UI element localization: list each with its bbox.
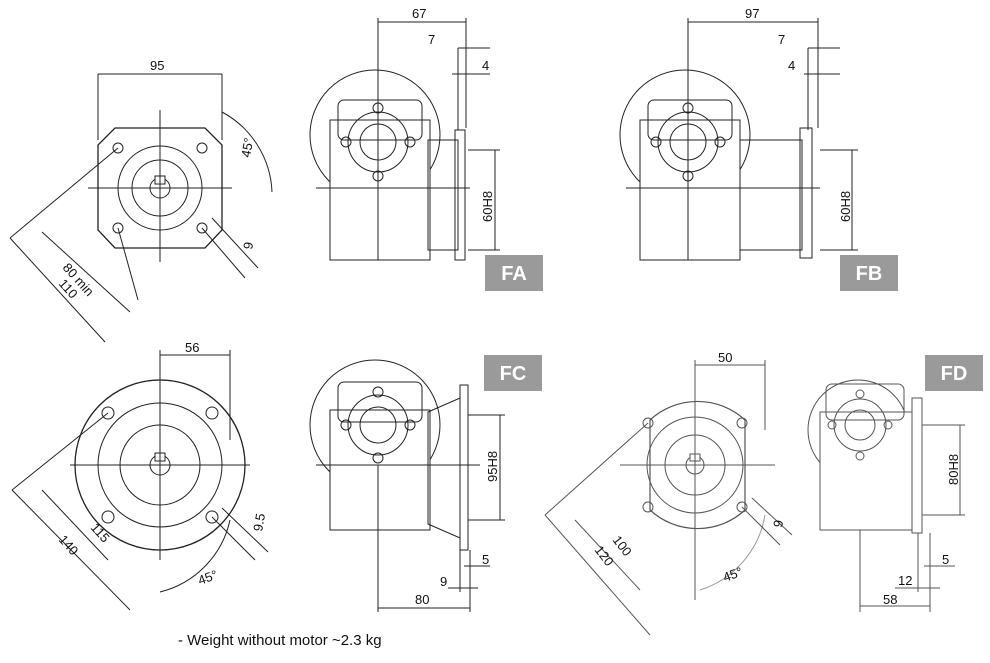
fd-diag-dim-2: 120 [592,543,617,569]
fc-badge-label: FC [500,363,527,385]
fc-side-view [309,359,505,612]
fd-dim-a: 12 [898,573,912,588]
fb-dim-a: 7 [778,32,785,47]
fd-hole-dim: 9 [770,519,786,529]
fa-hole-dim: 9 [240,241,256,251]
fa-fit-dim: 60H8 [480,191,495,222]
fa-angle-dim: 45° [238,137,256,159]
fc-total-length: 80 [415,592,429,607]
fb-dim-b: 4 [788,58,795,73]
fa-total-length: 67 [412,6,426,21]
fc-width-dim: 56 [185,340,199,355]
fd-angle-dim: 45° [721,564,745,585]
fd-badge-label: FD [941,363,968,385]
fa-badge-label: FA [501,263,527,285]
fb-badge [840,255,898,291]
fc-diag-dim-2: 140 [56,532,82,558]
fc-hole-dim: 9.5 [250,512,268,532]
fd-side-view [807,379,965,612]
fa-side-view [309,18,500,261]
fa-width-dim: 95 [150,58,164,73]
fc-dim-a: 9 [440,574,447,589]
fc-front-view [11,350,269,611]
fd-total-length: 58 [883,592,897,607]
fd-fit-dim: 80H8 [946,454,961,485]
fd-front-view [544,360,793,636]
fc-fit-dim: 95H8 [485,451,500,482]
fa-dim-b: 4 [482,58,489,73]
fd-width-dim: 50 [718,350,732,365]
fa-badge [485,255,543,291]
fc-dim-b: 5 [482,552,489,567]
fa-front-view [9,73,273,343]
fc-badge [484,355,542,391]
fb-total-length: 97 [745,6,759,21]
fd-dim-b: 5 [942,552,949,567]
fc-diag-dim-1: 115 [88,520,113,545]
fb-fit-dim: 60H8 [838,191,853,222]
fb-badge-label: FB [856,263,883,285]
fa-dim-a: 7 [428,32,435,47]
weight-note: - Weight without motor ~2.3 kg [178,632,382,649]
fc-angle-dim: 45° [196,567,220,588]
fb-side-view [619,18,858,261]
fd-badge [925,355,983,391]
